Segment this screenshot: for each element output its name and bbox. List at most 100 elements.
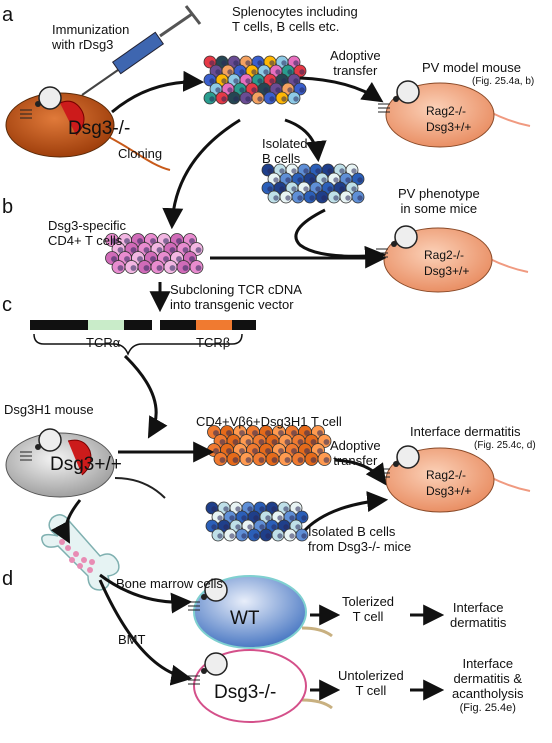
cell-nucleus bbox=[273, 195, 279, 201]
cell-nucleus bbox=[182, 247, 189, 253]
cd4-t-cell-cluster bbox=[105, 233, 204, 274]
cell-nucleus bbox=[229, 533, 235, 539]
cell-nucleus bbox=[321, 177, 327, 183]
cell-nucleus bbox=[285, 177, 291, 183]
cell-nucleus bbox=[279, 168, 285, 174]
cell-nucleus bbox=[301, 533, 307, 539]
cell-nucleus bbox=[289, 533, 295, 539]
cell-nucleus bbox=[327, 186, 333, 192]
cell-nucleus bbox=[215, 87, 221, 93]
cell-nucleus bbox=[271, 439, 278, 445]
cell-nucleus bbox=[117, 247, 124, 253]
cell-nucleus bbox=[269, 60, 275, 66]
cell-nucleus bbox=[130, 247, 137, 253]
cell-nucleus bbox=[303, 168, 309, 174]
cell-nucleus bbox=[209, 78, 215, 84]
cell-nucleus bbox=[259, 524, 265, 530]
cell-nucleus bbox=[293, 78, 299, 84]
cell-nucleus bbox=[251, 87, 257, 93]
cell-nucleus bbox=[299, 87, 305, 93]
cell-nucleus bbox=[277, 533, 283, 539]
pv-phenotype-mouse-icon bbox=[376, 225, 529, 293]
cell-nucleus bbox=[143, 247, 150, 253]
cell-nucleus bbox=[209, 60, 215, 66]
cell-nucleus bbox=[323, 457, 330, 463]
cell-nucleus bbox=[315, 186, 321, 192]
cell-nucleus bbox=[111, 256, 117, 262]
cell-nucleus bbox=[271, 524, 277, 530]
cell-nucleus bbox=[275, 69, 281, 75]
interface-dermatitis-title: Interface dermatitis bbox=[410, 424, 521, 439]
cell-nucleus bbox=[150, 256, 156, 262]
cell-nucleus bbox=[284, 439, 291, 445]
cell-nucleus bbox=[232, 457, 239, 463]
cell-nucleus bbox=[241, 533, 247, 539]
cell-nucleus bbox=[239, 69, 245, 75]
cell-nucleus bbox=[195, 247, 202, 253]
cell-nucleus bbox=[176, 238, 182, 244]
cell-nucleus bbox=[271, 506, 277, 512]
cell-nucleus bbox=[345, 195, 351, 201]
cell-nucleus bbox=[245, 78, 251, 84]
cloning-label: Cloning bbox=[118, 146, 163, 161]
cell-nucleus bbox=[265, 448, 271, 454]
cell-nucleus bbox=[245, 457, 252, 463]
cell-nucleus bbox=[233, 96, 239, 102]
cell-nucleus bbox=[291, 168, 297, 174]
pv-model-rag: Rag2-/- bbox=[426, 104, 467, 118]
dsg3h1-mouse-icon bbox=[5, 428, 166, 499]
cell-nucleus bbox=[251, 69, 257, 75]
interface-mouse-rag: Rag2-/- bbox=[426, 468, 467, 482]
cell-nucleus bbox=[351, 186, 357, 192]
cell-nucleus bbox=[226, 430, 232, 436]
cell-nucleus bbox=[309, 177, 315, 183]
arrow-adoptive-transfer-c bbox=[334, 458, 387, 486]
cell-nucleus bbox=[269, 78, 275, 84]
cell-nucleus bbox=[284, 457, 291, 463]
cell-nucleus bbox=[176, 256, 182, 262]
cell-nucleus bbox=[281, 96, 287, 102]
dsg3-ko-mouse-icon bbox=[188, 649, 333, 723]
cell-nucleus bbox=[287, 87, 293, 93]
arrow-isolate-b bbox=[284, 118, 327, 163]
arrow-bmt-wt bbox=[99, 573, 193, 614]
cell-nucleus bbox=[291, 448, 297, 454]
cell-nucleus bbox=[247, 506, 253, 512]
cell-nucleus bbox=[219, 439, 226, 445]
pv-model-ref: (Fig. 25.4a, b) bbox=[472, 76, 535, 87]
cell-nucleus bbox=[241, 515, 247, 521]
cell-nucleus bbox=[233, 60, 239, 66]
tcr-construct bbox=[30, 320, 256, 357]
cell-nucleus bbox=[310, 457, 317, 463]
cell-nucleus bbox=[227, 69, 233, 75]
wt-mouse-icon bbox=[188, 575, 333, 649]
cell-nucleus bbox=[309, 195, 315, 201]
cell-nucleus bbox=[265, 533, 271, 539]
cell-nucleus bbox=[182, 265, 189, 271]
arrow-construct-to-h1 bbox=[123, 354, 168, 439]
cell-nucleus bbox=[321, 195, 327, 201]
cell-nucleus bbox=[213, 430, 219, 436]
cell-nucleus bbox=[169, 247, 176, 253]
cell-nucleus bbox=[269, 96, 275, 102]
cell-nucleus bbox=[297, 457, 304, 463]
cell-nucleus bbox=[315, 168, 321, 174]
cell-nucleus bbox=[124, 238, 130, 244]
cell-nucleus bbox=[219, 457, 226, 463]
cell-nucleus bbox=[258, 439, 265, 445]
cell-nucleus bbox=[211, 524, 217, 530]
cell-nucleus bbox=[291, 186, 297, 192]
cell-nucleus bbox=[265, 515, 271, 521]
arrow-b-to-phenotype bbox=[294, 208, 387, 267]
cell-nucleus bbox=[304, 448, 310, 454]
cell-nucleus bbox=[213, 448, 219, 454]
cell-nucleus bbox=[289, 515, 295, 521]
dsg3h1-t-cell-label: CD4+Vβ6+Dsg3H1 T cell bbox=[196, 414, 342, 429]
